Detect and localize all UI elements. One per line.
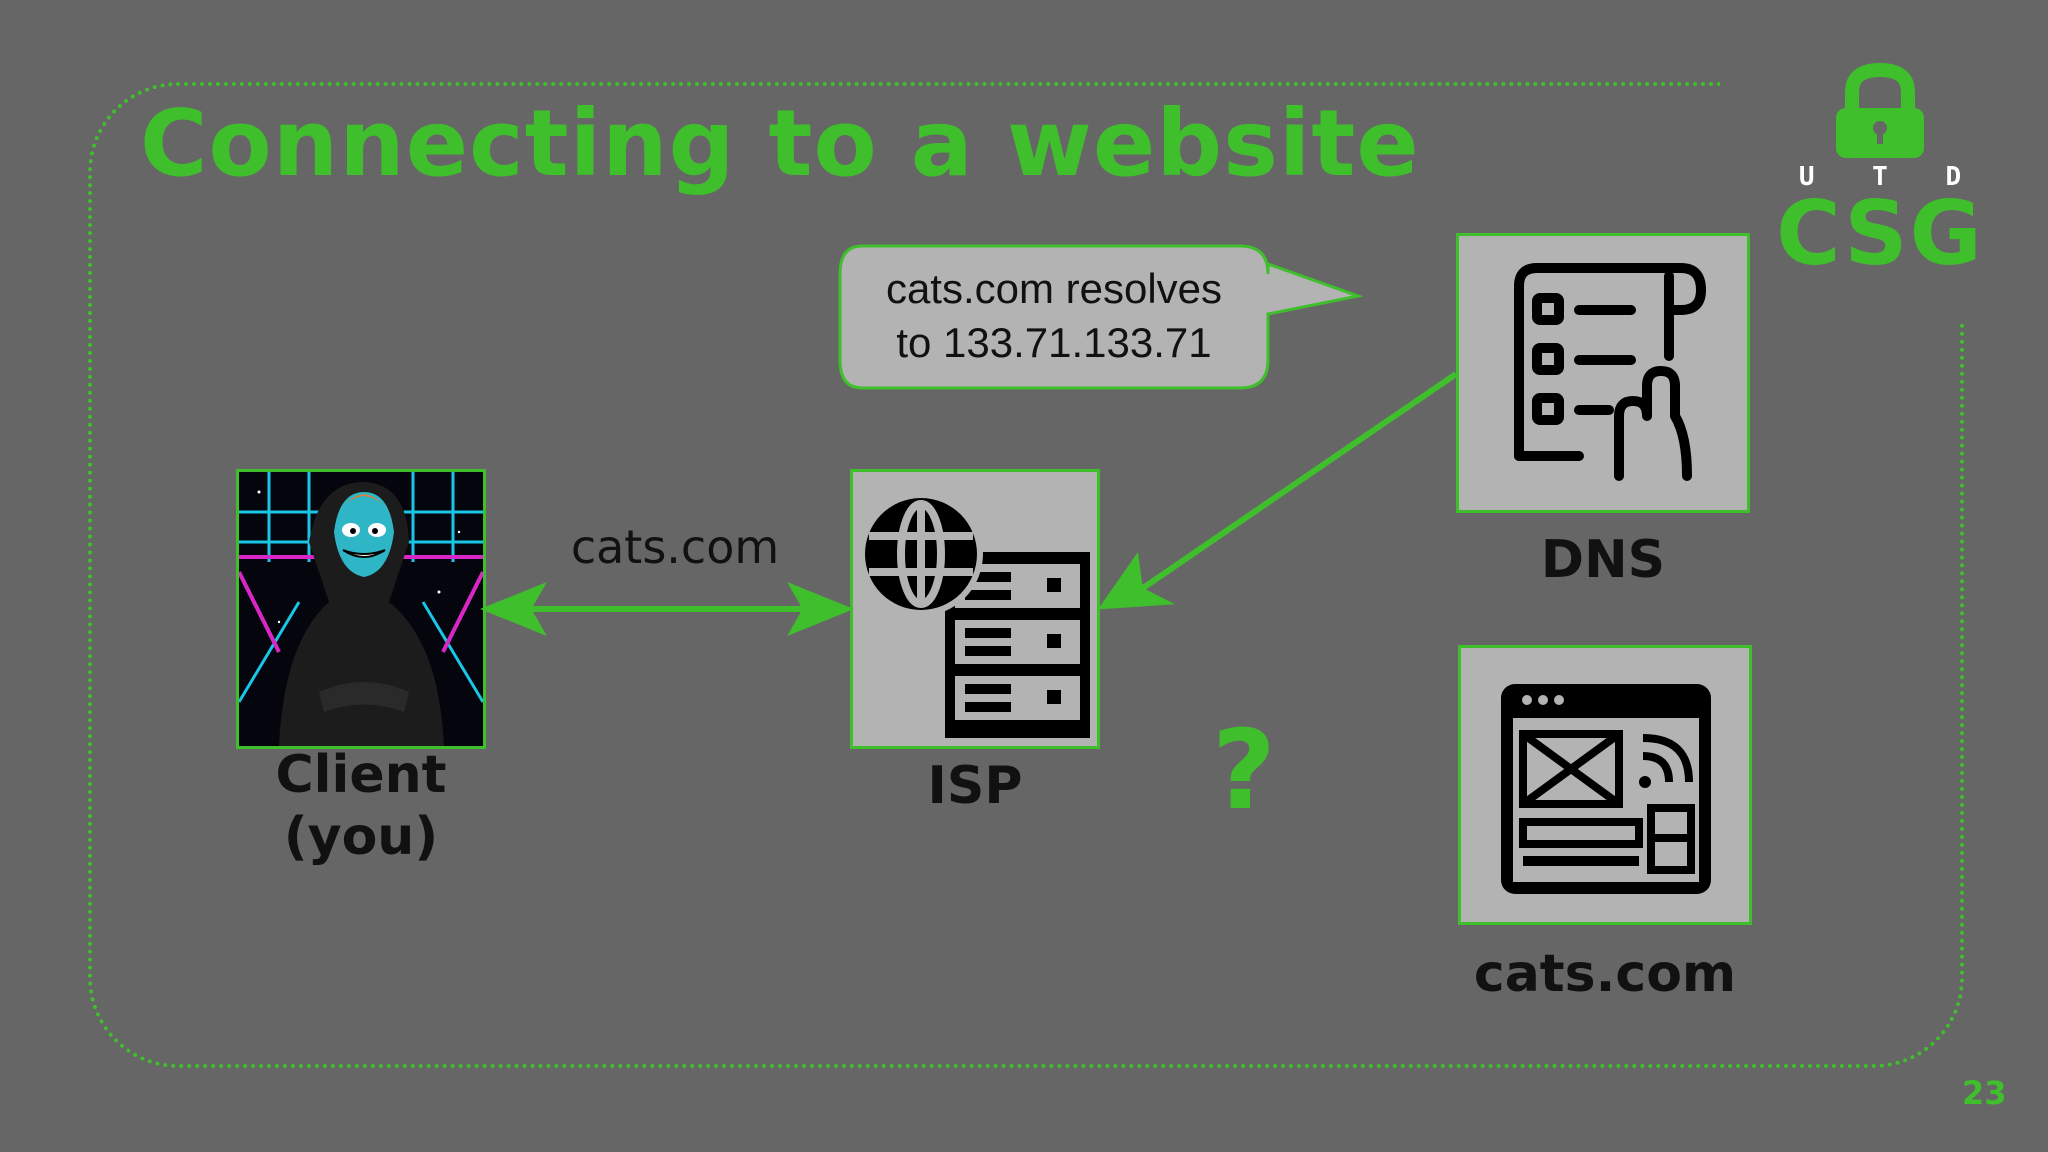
isp-node xyxy=(850,469,1100,749)
logo-letter-d: D xyxy=(1945,162,1962,192)
dns-label: DNS xyxy=(1540,530,1666,590)
logo-letters: U T D xyxy=(1770,162,1990,192)
web-page-icon xyxy=(1501,684,1711,894)
unknown-question-mark: ? xyxy=(1212,706,1276,834)
hacker-avatar-icon xyxy=(239,472,483,746)
callout-line1: cats.com resolves xyxy=(885,265,1223,312)
utd-csg-logo: U T D CSG xyxy=(1770,62,1990,278)
padlock-icon xyxy=(1836,62,1924,158)
client-label: Client (you) xyxy=(236,744,486,868)
client-label-line1: Client xyxy=(275,745,447,805)
callout-bubble xyxy=(838,244,1364,390)
website-node xyxy=(1458,645,1752,925)
website-label: cats.com xyxy=(1473,944,1737,1004)
dns-node xyxy=(1456,233,1750,513)
dotted-frame xyxy=(88,82,1964,1068)
arrow-head-isp xyxy=(787,581,855,637)
isp-label: ISP xyxy=(927,756,1023,816)
callout-text: cats.com resolves to 133.71.133.71 xyxy=(838,262,1270,370)
slide-title: Connecting to a website xyxy=(140,90,1420,197)
arrow-head-dns-isp xyxy=(1097,551,1176,610)
client-label-line2: (you) xyxy=(283,807,439,867)
logo-letter-t: T xyxy=(1872,162,1888,192)
logo-letter-u: U xyxy=(1798,162,1815,192)
page-number: 23 xyxy=(1962,1074,2007,1112)
globe-server-icon xyxy=(859,492,1090,738)
client-avatar xyxy=(236,469,486,749)
edge-label-client-isp: cats.com xyxy=(570,520,780,574)
callout-line2: to 133.71.133.71 xyxy=(896,319,1212,366)
arrow-head-client xyxy=(479,581,547,637)
checklist-scroll-icon xyxy=(1514,263,1706,481)
logo-name: CSG xyxy=(1776,182,1984,285)
frame-gap xyxy=(1720,60,2000,320)
dns-isp-arrow-line xyxy=(1138,371,1458,593)
